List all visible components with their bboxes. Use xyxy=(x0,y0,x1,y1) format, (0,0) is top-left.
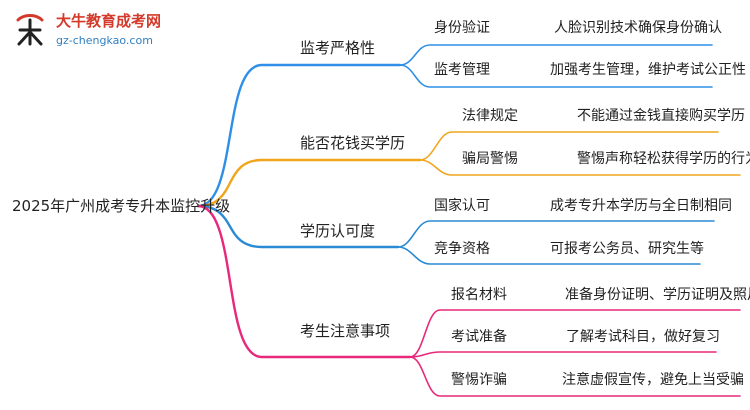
subtopic-detail: 可报考公务员、研究生等 xyxy=(550,241,704,257)
subtopic-connector xyxy=(399,44,713,66)
branch-label: 监考严格性 xyxy=(300,39,376,57)
subtopic-label: 报名材料 xyxy=(451,287,507,303)
subtopic-label: 国家认可 xyxy=(434,198,490,214)
subtopic-detail: 人脸识别技术确保身份确认 xyxy=(554,20,722,36)
subtopic-detail: 不能通过金钱直接购买学历 xyxy=(577,108,745,124)
subtopic-label: 考试准备 xyxy=(451,329,507,345)
subtopic-label: 警惕诈骗 xyxy=(451,372,507,388)
root-topic: 2025年广州成考专升本监控升级 xyxy=(12,197,231,215)
subtopic-detail: 注意虚假宣传，避免上当受骗 xyxy=(562,372,744,388)
logo-title: 大牛教育成考网 xyxy=(56,12,162,30)
branch-label: 学历认可度 xyxy=(300,222,376,240)
subtopic-connector xyxy=(419,159,741,176)
branch-label: 考生注意事项 xyxy=(300,322,391,340)
subtopic-connector xyxy=(409,351,717,358)
subtopic-connector xyxy=(397,246,701,265)
branch-label: 能否花钱买学历 xyxy=(300,134,406,152)
branch-connector xyxy=(196,158,422,208)
subtopic-connector xyxy=(399,64,713,88)
subtopic-detail: 加强考生管理，维护考试公正性 xyxy=(550,62,746,78)
logo-url: gz-chengkao.com xyxy=(56,34,153,47)
subtopic-detail: 警惕声称轻松获得学历的行为 xyxy=(577,151,750,167)
subtopic-detail: 成考专升本学历与全日制相同 xyxy=(550,198,732,214)
subtopic-label: 竞争资格 xyxy=(434,241,490,257)
subtopic-detail: 了解考试科目，做好复习 xyxy=(566,329,720,345)
branch-connector xyxy=(196,63,402,208)
subtopic-connector xyxy=(409,309,741,358)
subtopic-detail: 准备身份证明、学历证明及照片 xyxy=(565,287,750,303)
subtopic-connector xyxy=(409,356,741,397)
subtopic-label: 骗局警惕 xyxy=(462,151,518,167)
branch-connector xyxy=(196,204,412,359)
branch-connector xyxy=(196,204,400,249)
subtopic-label: 法律规定 xyxy=(462,108,518,124)
subtopic-connector xyxy=(419,131,719,161)
subtopic-label: 身份验证 xyxy=(434,20,490,36)
logo-emblem-icon xyxy=(16,14,44,46)
site-logo[interactable]: 大牛教育成考网 gz-chengkao.com xyxy=(10,8,170,54)
subtopic-label: 监考管理 xyxy=(434,62,490,78)
subtopic-connector xyxy=(397,220,715,248)
